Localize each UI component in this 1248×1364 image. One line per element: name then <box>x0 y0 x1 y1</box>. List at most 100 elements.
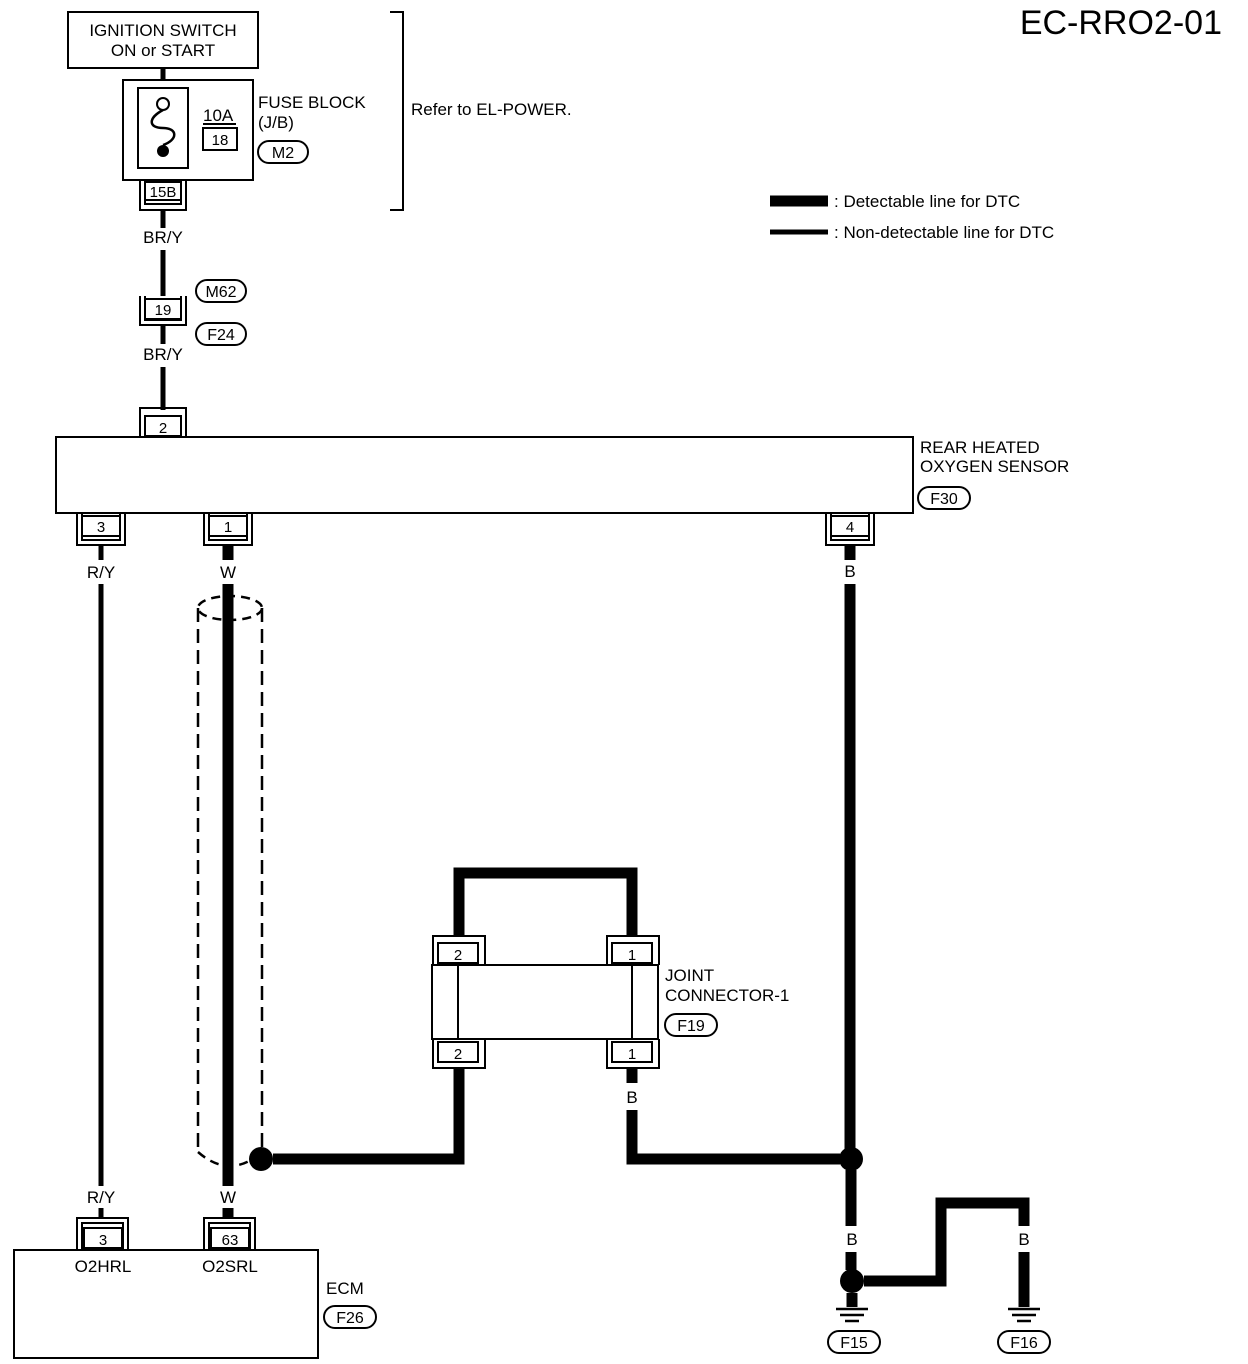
joint-bottom-pin-2: 2 <box>454 1046 462 1063</box>
inline-connector-male-badge <box>195 279 247 303</box>
sensor-connector: F30 <box>930 491 958 508</box>
fuse-icon <box>150 108 176 147</box>
fuse-terminal-bottom <box>157 145 169 157</box>
wire-shield-to-joint <box>273 1068 465 1165</box>
ecm-pin-63-bracket <box>203 1217 256 1250</box>
sensor-pin-4-box <box>830 515 870 537</box>
wire-color-b-joint-left: B <box>453 903 464 922</box>
wire-color-r-y-lower: R/Y <box>87 1188 115 1207</box>
joint-top-pin-1: 1 <box>628 947 636 964</box>
ecm-pin-3-box <box>83 1227 123 1249</box>
wire-joint-top-loop <box>453 867 638 936</box>
joint-top-pin-2-box <box>437 942 479 964</box>
wire-b-ground-f16-upper <box>864 1197 1030 1287</box>
ignition-switch-box <box>67 11 259 69</box>
ground-f16-label: F16 <box>1010 1335 1038 1352</box>
fuse-number-box <box>202 127 238 151</box>
sensor-connector-badge <box>917 486 971 510</box>
inline-connector-female: F24 <box>207 327 235 344</box>
fuse-block-name: FUSE BLOCK <box>258 93 366 112</box>
wire-color-b-joint-right: B <box>626 903 637 922</box>
joint-top-pin-2: 2 <box>454 947 462 964</box>
sensor-pin-2: 2 <box>159 420 167 437</box>
ecm-body <box>13 1249 319 1359</box>
wire-color-b-joint-bottom: B <box>626 1088 637 1107</box>
sensor-pin-3-box <box>81 515 121 537</box>
fuse-block-sub: (J/B) <box>258 113 294 132</box>
ground-splice-upper <box>839 1147 863 1171</box>
legend-non-detectable-text: : Non-detectable line for DTC <box>834 223 1054 242</box>
joint-connector-1: B B 2 1 2 1 JOINT CONNECTOR-1 F19 <box>431 867 789 1069</box>
legend-detectable-text: : Detectable line for DTC <box>834 192 1020 211</box>
fuse-terminal-label: 15B <box>150 184 177 201</box>
refer-bracket <box>390 11 404 211</box>
inline-connector-pin: 19 <box>155 302 172 319</box>
ground-f15-label: F15 <box>840 1335 868 1352</box>
ecm-name: ECM <box>326 1279 364 1298</box>
fuse-terminal-15b: 15B <box>139 180 187 211</box>
legend: : Detectable line for DTC : Non-detectab… <box>770 192 1054 242</box>
joint-connector-badge <box>664 1013 718 1037</box>
wire-color-b-sensor: B <box>844 562 855 581</box>
joint-bottom-pin-2-box <box>437 1041 479 1063</box>
joint-top-pin-1-box <box>611 942 653 964</box>
ignition-switch: IGNITION SWITCH ON or START <box>67 11 259 69</box>
ecm-pin-3: 3 <box>99 1232 107 1249</box>
ground-splice-lower <box>840 1269 864 1293</box>
inline-connector-box <box>144 298 182 320</box>
joint-connector: F19 <box>677 1018 705 1035</box>
shield <box>196 594 273 1171</box>
joint-top-pin-2-bracket <box>432 935 486 965</box>
joint-name-line1: JOINT <box>665 966 714 985</box>
joint-connector-body <box>431 964 659 1040</box>
ground-f15: F15 <box>827 1307 881 1354</box>
ecm-pin-63-box <box>210 1227 250 1249</box>
ground-f16-badge <box>997 1330 1051 1354</box>
sensor-name-line1: REAR HEATED <box>920 438 1040 457</box>
sensor-pin-1-box <box>208 515 248 537</box>
ecm-connector: F26 <box>336 1310 364 1327</box>
ground-f16: F16 <box>997 1307 1051 1354</box>
wire-color-br-y-lower: BR/Y <box>143 345 183 364</box>
ignition-switch-line1: IGNITION SWITCH <box>89 21 236 40</box>
rear-heated-oxygen-sensor: 2 REAR HEATED OXYGEN SENSOR F30 3 1 4 <box>55 407 1069 546</box>
joint-top-pin-1-bracket <box>606 935 660 965</box>
joint-bottom-pin-2-bracket <box>432 1039 486 1069</box>
fuse-number: 18 <box>212 132 229 149</box>
ecm-pin-3-bracket <box>76 1217 129 1250</box>
wire-color-br-y-upper: BR/Y <box>143 228 183 247</box>
ground-f15-badge <box>827 1330 881 1354</box>
wire-color-b-ground-f16: B <box>1018 1230 1029 1249</box>
sensor-name-line2: OXYGEN SENSOR <box>920 457 1069 476</box>
wire-color-b-ground-link: B <box>935 1230 946 1249</box>
fuse-block-connector-badge <box>257 140 309 164</box>
wire-joint-to-ground <box>626 1110 840 1165</box>
ecm-pin-63: 63 <box>222 1232 239 1249</box>
inline-connector-male: M62 <box>205 284 236 301</box>
fuse-terminal-box <box>144 181 182 201</box>
ecm-terminal-b: O2SRL <box>202 1257 258 1276</box>
diagram-id: EC-RRO2-01 <box>1020 4 1222 42</box>
sensor-body <box>55 436 914 514</box>
ecm-connector-badge <box>323 1305 377 1329</box>
joint-name-line2: CONNECTOR-1 <box>665 986 789 1005</box>
wire-color-w-upper: W <box>220 563 236 582</box>
wire-color-w-lower: W <box>220 1188 236 1207</box>
joint-bottom-pin-1-box <box>611 1041 653 1063</box>
fuse-block-connector: M2 <box>272 145 294 162</box>
fuse-block: 10A 18 FUSE BLOCK (J/B) M2 <box>122 79 366 181</box>
refer-note: Refer to EL-POWER. <box>411 100 572 119</box>
sensor-pin-2-bracket <box>139 407 187 437</box>
ecm: 3 63 O2HRL O2SRL ECM F26 <box>13 1217 377 1359</box>
inline-connector-female-badge <box>195 322 247 346</box>
shield-drain-splice <box>249 1147 273 1171</box>
joint-bottom-pin-1: 1 <box>628 1046 636 1063</box>
inline-connector-19: 19 M62 F24 <box>139 279 247 346</box>
wire-color-r-y-upper: R/Y <box>87 563 115 582</box>
sensor-pin-4: 4 <box>846 519 854 536</box>
sensor-pin-1: 1 <box>224 519 232 536</box>
wire-color-b-ground-main: B <box>846 1230 857 1249</box>
fuse-terminal-top <box>156 97 170 111</box>
ignition-switch-line2: ON or START <box>111 41 215 60</box>
